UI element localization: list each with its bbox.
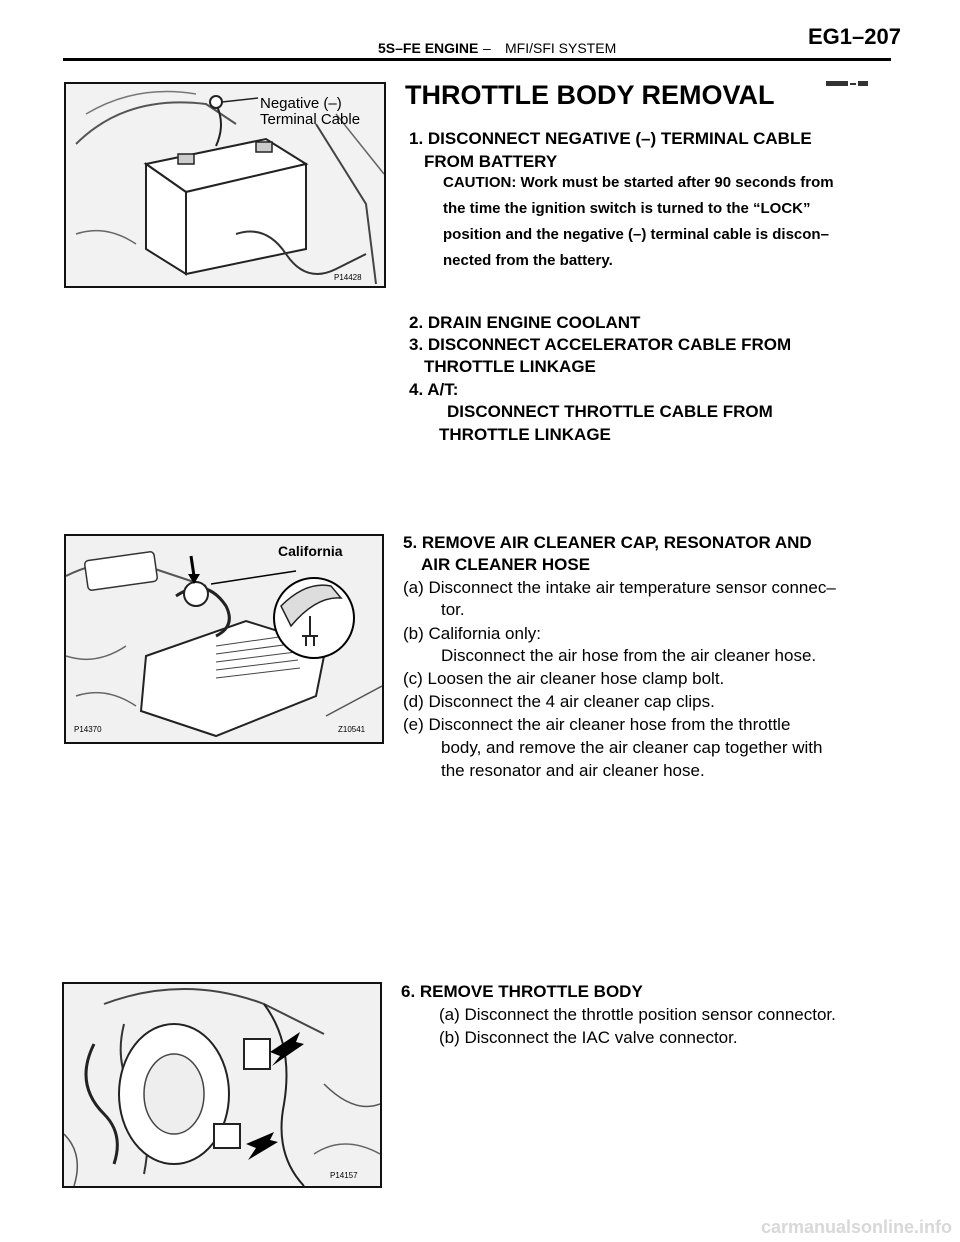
step-4-line-2: DISCONNECT THROTTLE CABLE FROM bbox=[447, 402, 773, 421]
figure-label-negative: Negative (–) bbox=[260, 95, 342, 112]
figure-code-right: Z10541 bbox=[338, 725, 366, 734]
step-5e-line-3: the resonator and air cleaner hose. bbox=[441, 761, 705, 780]
step-4-line-1: 4. A/T: bbox=[409, 380, 459, 399]
step-2: 2. DRAIN ENGINE COOLANT bbox=[409, 313, 641, 332]
step-3-line-2: THROTTLE LINKAGE bbox=[424, 357, 596, 376]
step-5-line-1: 5. REMOVE AIR CLEANER CAP, RESONATOR AND bbox=[403, 533, 812, 552]
caution-line-3: position and the negative (–) terminal c… bbox=[443, 226, 829, 243]
watermark: carmanualsonline.info bbox=[760, 1217, 952, 1237]
step-6: 6. REMOVE THROTTLE BODY bbox=[401, 982, 643, 1001]
figure-code-left: P14370 bbox=[74, 725, 102, 734]
throttle-body-illustration: P14157 bbox=[62, 982, 382, 1188]
step-6b: (b) Disconnect the IAC valve connector. bbox=[439, 1028, 738, 1047]
figure-label-california: California bbox=[278, 543, 343, 559]
step-1-line-2: FROM BATTERY bbox=[424, 152, 558, 171]
page-code: EG1–207 bbox=[808, 24, 901, 49]
step-1-line-1: 1. DISCONNECT NEGATIVE (–) TERMINAL CABL… bbox=[409, 129, 812, 148]
step-5b-line-1: (b) California only: bbox=[403, 624, 541, 643]
step-5d: (d) Disconnect the 4 air cleaner cap cli… bbox=[403, 692, 715, 711]
step-5b-line-2: Disconnect the air hose from the air cle… bbox=[441, 646, 817, 665]
header-dash: – bbox=[483, 40, 491, 56]
figure-code: P14157 bbox=[330, 1171, 358, 1180]
step-5c: (c) Loosen the air cleaner hose clamp bo… bbox=[403, 669, 725, 688]
air-cleaner-illustration: California P14370 Z10541 bbox=[64, 534, 384, 744]
figure-code: P14428 bbox=[334, 273, 362, 282]
caution-line-4: nected from the battery. bbox=[443, 252, 613, 269]
caution-line-2: the time the ignition switch is turned t… bbox=[443, 200, 811, 217]
page-title: THROTTLE BODY REMOVAL bbox=[405, 80, 775, 110]
step-4-line-3: THROTTLE LINKAGE bbox=[439, 425, 611, 444]
step-5e-line-1: (e) Disconnect the air cleaner hose from… bbox=[403, 715, 791, 734]
step-5a-line-2: tor. bbox=[441, 600, 465, 619]
reference-code-mark bbox=[826, 76, 870, 86]
step-5-line-2: AIR CLEANER HOSE bbox=[421, 555, 591, 574]
step-5e-line-2: body, and remove the air cleaner cap tog… bbox=[441, 738, 823, 757]
battery-illustration: Negative (–) Terminal Cable P14428 bbox=[64, 82, 386, 288]
step-3-line-1: 3. DISCONNECT ACCELERATOR CABLE FROM bbox=[409, 335, 792, 354]
figure-label-terminal: Terminal Cable bbox=[260, 111, 360, 128]
caution-line-1: CAUTION: Work must be started after 90 s… bbox=[443, 174, 834, 191]
step-5a-line-1: (a) Disconnect the intake air temperatur… bbox=[403, 578, 836, 597]
header-rule bbox=[63, 58, 891, 61]
header-engine: 5S–FE ENGINE bbox=[378, 40, 479, 56]
header-system: MFI/SFI SYSTEM bbox=[505, 40, 617, 56]
step-6a: (a) Disconnect the throttle position sen… bbox=[439, 1005, 836, 1024]
